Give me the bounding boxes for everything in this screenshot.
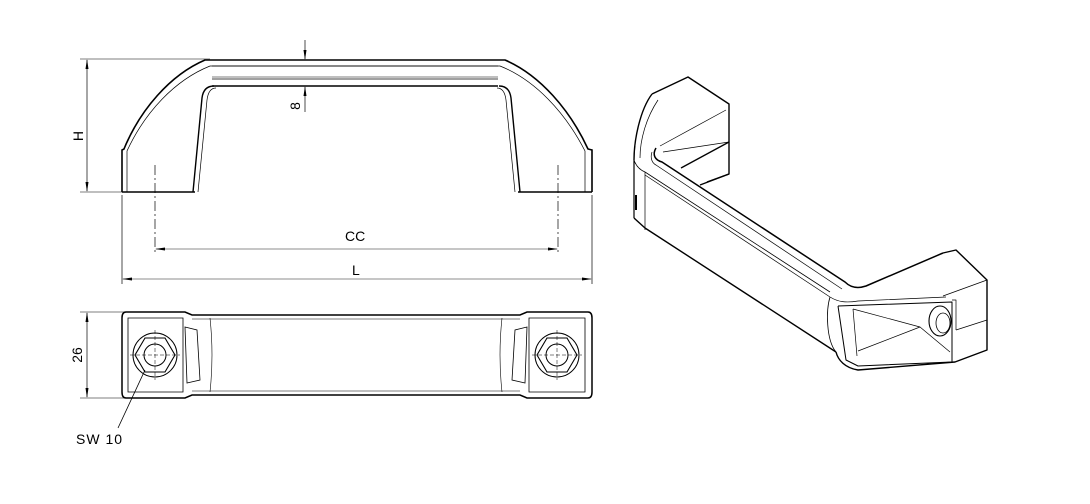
thickness-label: 8	[286, 102, 303, 110]
hex-bolt-right	[532, 330, 582, 380]
front-view	[121, 59, 593, 255]
top-view	[121, 311, 593, 399]
dimension-length	[121, 195, 593, 284]
center-distance-label: CC	[345, 228, 366, 244]
height-label: H	[70, 130, 87, 142]
wrench-size-label: SW 10	[76, 431, 124, 447]
dimension-width	[80, 311, 126, 399]
dimension-height	[80, 58, 210, 193]
hex-bolt-left	[130, 330, 180, 380]
length-label: L	[352, 262, 360, 278]
isometric-view	[633, 76, 988, 371]
wrench-size-leader	[117, 369, 146, 429]
width-label: 26	[68, 347, 85, 363]
